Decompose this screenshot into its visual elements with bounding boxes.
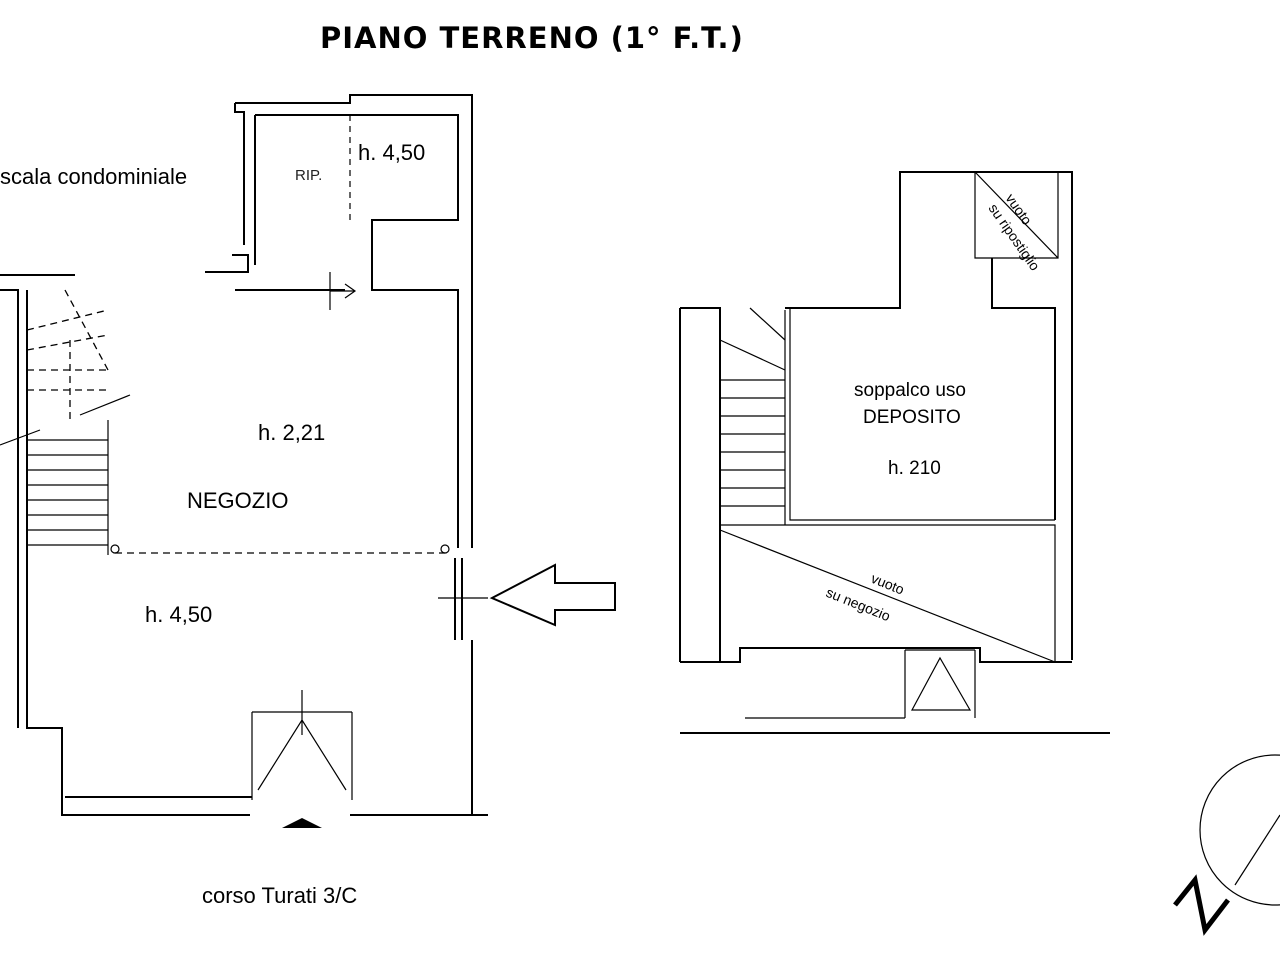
compass-circle-icon xyxy=(1199,754,1280,906)
rp-left-wall xyxy=(680,307,721,662)
shop-label: NEGOZIO xyxy=(187,488,288,513)
top-wall xyxy=(235,94,473,548)
closet-right-wall xyxy=(350,114,459,548)
mezzanine-label-2: DEPOSITO xyxy=(863,407,961,428)
shop-height-upper: h. 2,21 xyxy=(258,420,325,445)
stair-steps xyxy=(27,420,109,555)
rp-void-closet xyxy=(974,171,1059,259)
rp-door-frame xyxy=(745,649,976,719)
right-wall-lower xyxy=(471,640,488,816)
mezzanine-height: h. 210 xyxy=(888,458,941,479)
side-door xyxy=(454,558,463,640)
closet-label: RIP. xyxy=(295,167,322,184)
mezzanine-label-1: soppalco uso xyxy=(854,380,966,401)
left-plan: scala condominiale RIP. h. 4,50 h. 2,21 … xyxy=(0,94,616,908)
void-shop-label-1: vuoto xyxy=(869,570,907,598)
stair-cut xyxy=(0,394,131,446)
closet-inner-wall xyxy=(254,114,350,265)
plan-title: PIANO TERRENO (1° F.T.) xyxy=(320,21,744,55)
column-right xyxy=(440,544,450,554)
shop-height-lower: h. 4,50 xyxy=(145,602,212,627)
rp-left-edge xyxy=(679,308,720,663)
street-label: corso Turati 3/C xyxy=(202,883,357,908)
stair-left-wall xyxy=(0,289,19,728)
rp-outer-wall xyxy=(785,171,1073,660)
shop-left-wall xyxy=(26,290,250,816)
rp-void-diagonal xyxy=(719,529,1056,663)
stair-label: scala condominiale xyxy=(0,164,187,189)
small-step xyxy=(205,254,249,273)
side-door-marker xyxy=(438,578,488,618)
rp-inner-wall xyxy=(991,258,1056,520)
column-left xyxy=(110,544,120,554)
rp-door-swing xyxy=(910,656,972,711)
north-arrow xyxy=(1173,754,1280,936)
door-arrow xyxy=(329,272,357,310)
shop-door-swing xyxy=(257,690,347,791)
main-entrance-icon xyxy=(282,818,322,828)
rp-mezzanine-edge xyxy=(720,308,1056,662)
closet-left-wall xyxy=(234,103,245,245)
stair-upper-dashed xyxy=(26,289,109,420)
right-plan: soppalco uso DEPOSITO h. 210 vuoto su ri… xyxy=(679,171,1110,734)
rp-bottom-wall xyxy=(720,647,1072,663)
compass-needle xyxy=(1234,814,1280,886)
north-n-icon xyxy=(1173,874,1230,936)
rp-stair-steps xyxy=(719,307,786,525)
entrance-arrow-icon xyxy=(489,563,616,627)
closet-height: h. 4,50 xyxy=(358,140,425,165)
